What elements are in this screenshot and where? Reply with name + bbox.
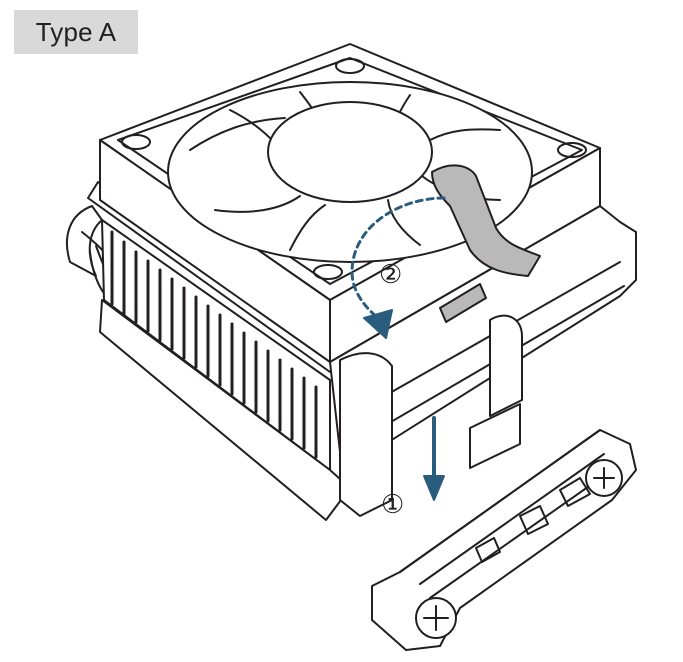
type-label-box: Type A (14, 10, 138, 54)
retention-frame (329, 205, 637, 517)
clip-lever-icon (431, 164, 541, 323)
screw-icon (415, 597, 457, 639)
step-2-marker: ② (379, 260, 403, 290)
screw-icon (585, 459, 623, 497)
step-1-arrow (423, 416, 445, 501)
fan-icon (167, 81, 533, 263)
step-1-marker: ① (381, 490, 405, 520)
step-2-arrow (350, 196, 446, 339)
type-label: Type A (35, 16, 117, 47)
retention-bracket-icon (371, 429, 637, 651)
